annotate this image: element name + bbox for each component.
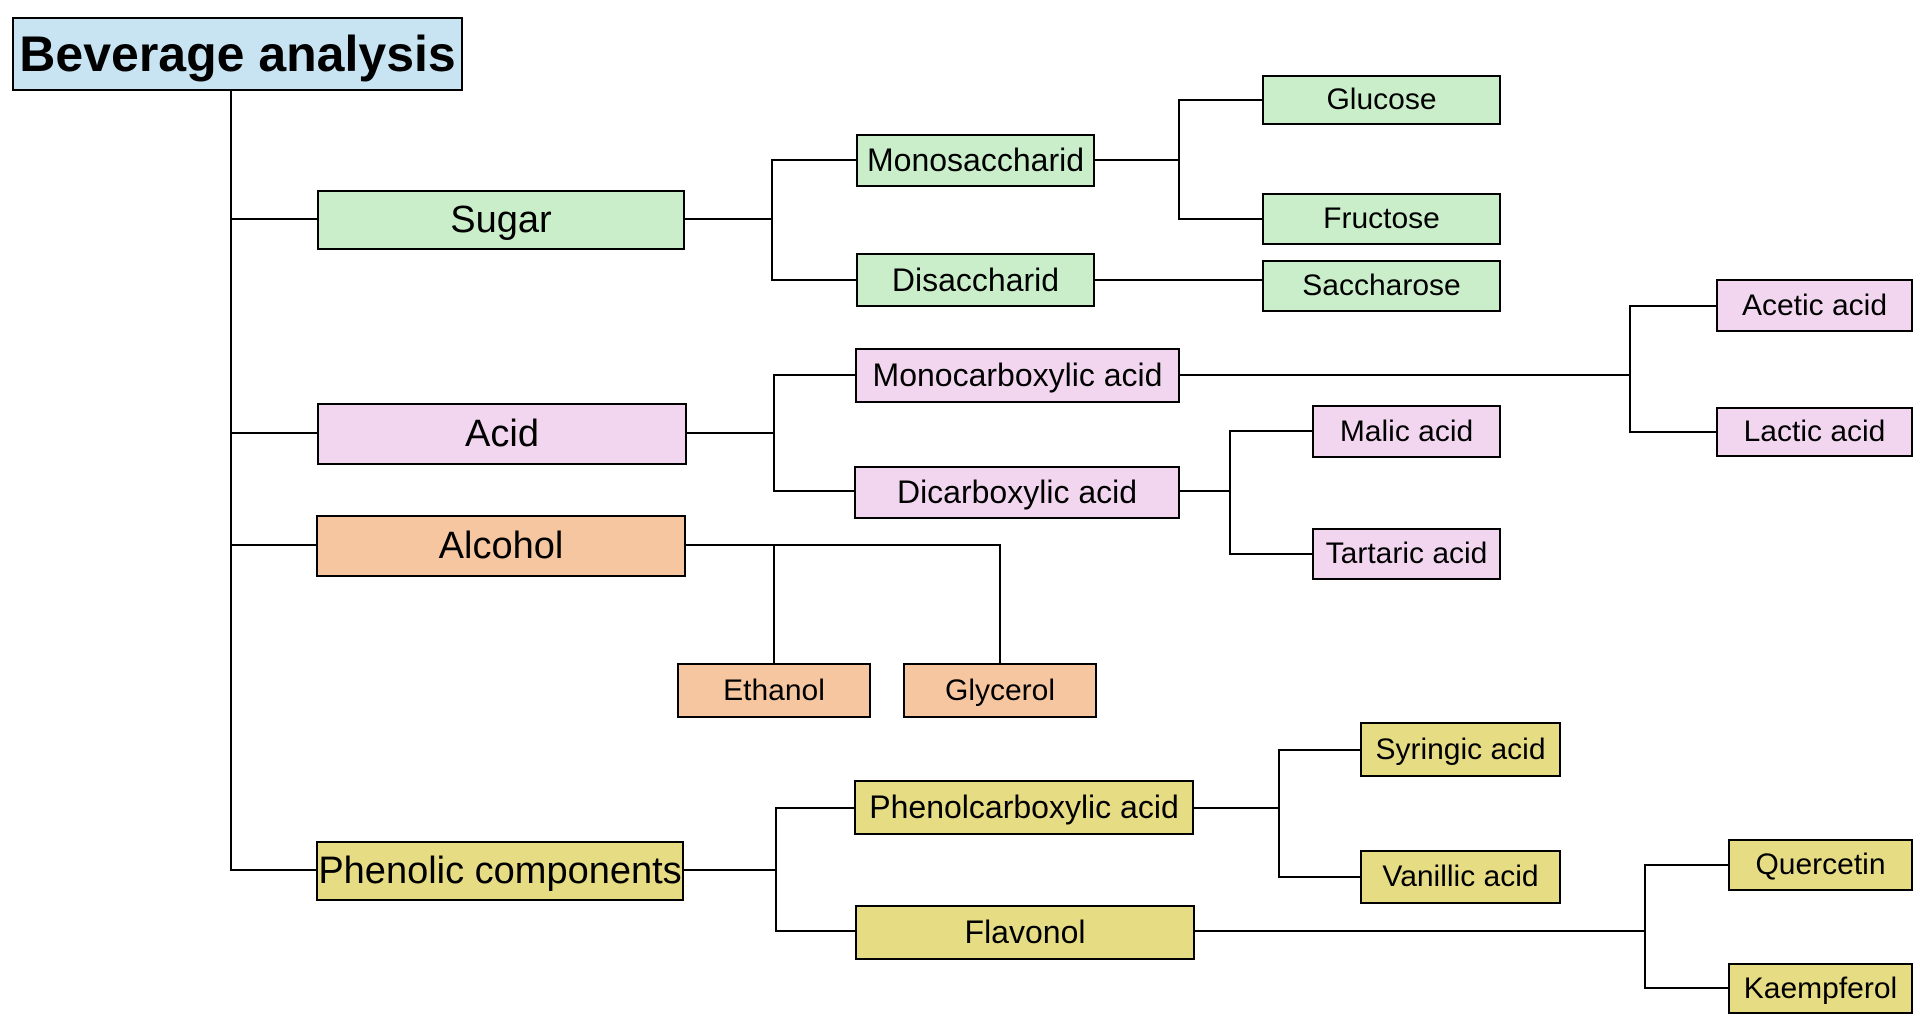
node-monocarboxylic-acid: Monocarboxylic acid: [855, 348, 1180, 403]
monosaccharid-stub-line: [771, 159, 856, 161]
node-flavonol-label: Flavonol: [964, 914, 1086, 950]
node-lactic-acid: Lactic acid: [1716, 407, 1913, 457]
node-acid: Acid: [317, 403, 687, 465]
node-acetic-acid: Acetic acid: [1716, 279, 1913, 332]
dicarboxylic-elbow-line: [1229, 430, 1231, 554]
node-phenolcarboxylic-acid: Phenolcarboxylic acid: [854, 780, 1194, 835]
vanillic-stub-line: [1278, 876, 1360, 878]
acid-elbow-line: [773, 374, 775, 492]
phenolic-elbow-line: [775, 807, 777, 932]
node-syringic-acid: Syringic acid: [1360, 722, 1561, 777]
phenolcarboxylic-elbow-line: [1278, 749, 1280, 878]
node-saccharose: Saccharose: [1262, 260, 1501, 312]
monocarboxylic-elbow-line: [1180, 374, 1629, 376]
node-vanillic-acid: Vanillic acid: [1360, 850, 1561, 904]
node-phenolic-components: Phenolic components: [316, 841, 684, 901]
node-disaccharid: Disaccharid: [856, 253, 1095, 307]
lactic-stub-line: [1629, 431, 1716, 433]
sugar-elbow-line: [771, 159, 773, 281]
phenolcarboxylic-stub-line: [775, 807, 854, 809]
disaccharid-stub-line: [771, 279, 856, 281]
root-spine-line: [230, 91, 232, 871]
node-dicarboxylic-acid-label: Dicarboxylic acid: [896, 474, 1138, 510]
node-malic-acid-label: Malic acid: [1339, 414, 1474, 448]
node-phenolcarboxylic-acid-label: Phenolcarboxylic acid: [869, 789, 1179, 825]
node-monocarboxylic-acid-label: Monocarboxylic acid: [872, 357, 1163, 393]
monosaccharid-elbow-line: [1178, 99, 1180, 220]
acid-elbow-line: [687, 432, 773, 434]
glucose-stub-line: [1178, 99, 1262, 101]
monocarboxylic-elbow-line: [1629, 305, 1631, 433]
node-quercetin: Quercetin: [1728, 839, 1913, 891]
phenolic-stub-line: [230, 869, 316, 871]
saccharose-stub-line: [1095, 279, 1262, 281]
node-disaccharid-label: Disaccharid: [891, 261, 1060, 298]
node-sugar-label: Sugar: [450, 198, 552, 241]
node-kaempferol: Kaempferol: [1728, 963, 1913, 1014]
node-tartaric-acid: Tartaric acid: [1312, 528, 1501, 580]
node-glucose: Glucose: [1262, 75, 1501, 125]
phenolic-elbow-line: [684, 869, 775, 871]
monosaccharid-elbow-line: [1095, 159, 1178, 161]
node-ethanol: Ethanol: [677, 663, 871, 718]
node-syringic-acid-label: Syringic acid: [1375, 732, 1546, 766]
flavonol-elbow-line: [1195, 930, 1645, 932]
node-kaempferol-label: Kaempferol: [1743, 971, 1898, 1005]
node-ethanol-label: Ethanol: [723, 673, 825, 707]
node-saccharose-label: Saccharose: [1302, 269, 1461, 302]
node-dicarboxylic-acid: Dicarboxylic acid: [854, 466, 1180, 519]
monocarboxylic-stub-line: [773, 374, 855, 376]
node-quercetin-label: Quercetin: [1755, 848, 1886, 881]
node-phenolic-components-label: Phenolic components: [318, 849, 682, 892]
node-malic-acid: Malic acid: [1312, 405, 1501, 458]
node-alcohol-label: Alcohol: [438, 524, 564, 567]
flavonol-elbow-line: [1644, 864, 1646, 989]
node-acid-label: Acid: [465, 412, 539, 455]
diagram-title: Beverage analysis: [19, 26, 456, 82]
alcohol-elbow-line: [686, 544, 1001, 546]
alcohol-stub-line: [230, 544, 316, 546]
dicarboxylic-stub-line: [773, 490, 854, 492]
node-monosaccharid: Monosaccharid: [856, 134, 1095, 187]
acetic-stub-line: [1629, 305, 1716, 307]
sugar-stub-line: [230, 218, 317, 220]
node-fructose-label: Fructose: [1323, 202, 1440, 235]
node-vanillic-acid-label: Vanillic acid: [1382, 860, 1539, 893]
node-glycerol-label: Glycerol: [944, 673, 1056, 707]
fructose-stub-line: [1178, 218, 1262, 220]
node-flavonol: Flavonol: [855, 905, 1195, 960]
acid-stub-line: [230, 432, 317, 434]
node-monosaccharid-label: Monosaccharid: [867, 142, 1084, 178]
syringic-stub-line: [1278, 749, 1360, 751]
node-acetic-acid-label: Acetic acid: [1741, 288, 1888, 322]
tartaric-stub-line: [1229, 553, 1312, 555]
glycerol-drop-line: [999, 544, 1001, 663]
node-glucose-label: Glucose: [1326, 83, 1437, 116]
ethanol-drop-line: [773, 544, 775, 663]
node-tartaric-acid-label: Tartaric acid: [1325, 537, 1488, 570]
dicarboxylic-elbow-line: [1180, 490, 1229, 492]
flavonol-stub-line: [775, 930, 855, 932]
node-sugar: Sugar: [317, 190, 685, 250]
malic-stub-line: [1229, 430, 1312, 432]
node-lactic-acid-label: Lactic acid: [1743, 415, 1886, 448]
diagram-title-box: Beverage analysis: [12, 17, 463, 91]
phenolcarboxylic-elbow-line: [1194, 807, 1278, 809]
node-glycerol: Glycerol: [903, 663, 1097, 718]
quercetin-stub-line: [1644, 864, 1728, 866]
node-alcohol: Alcohol: [316, 515, 686, 577]
node-fructose: Fructose: [1262, 193, 1501, 245]
kaempferol-stub-line: [1644, 987, 1728, 989]
sugar-elbow-line: [685, 218, 771, 220]
